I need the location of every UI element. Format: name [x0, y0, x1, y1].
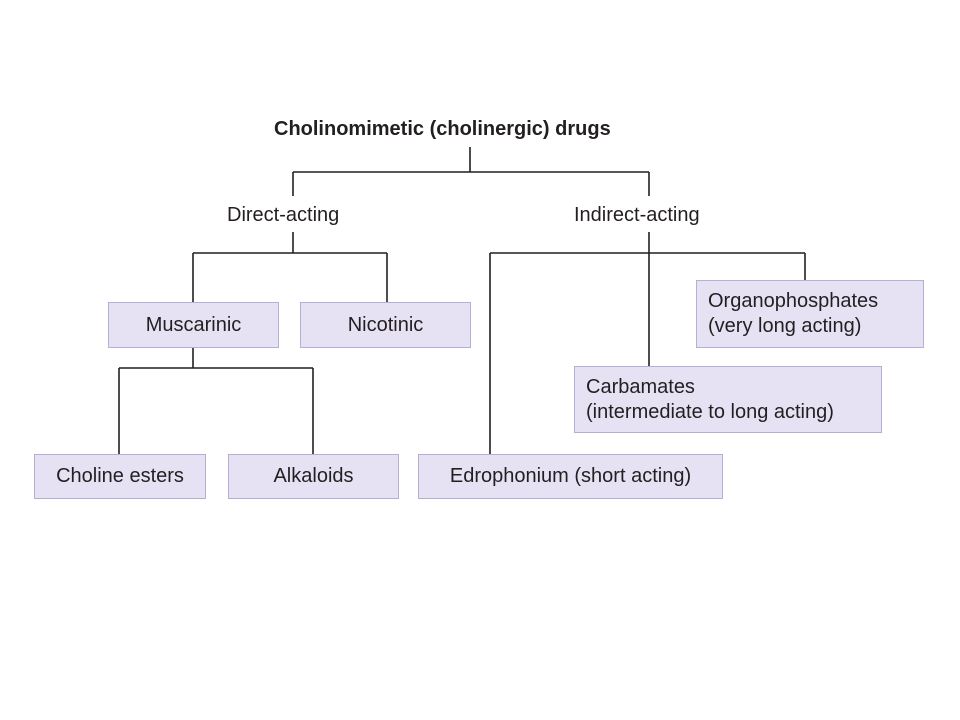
carbamates-line1: Carbamates [586, 375, 695, 398]
nicotinic-label: Nicotinic [347, 313, 424, 336]
organophosphates-line1: Organophosphates [708, 290, 879, 312]
alkaloids-box: Alkaloids [228, 454, 399, 499]
muscarinic-box: Muscarinic [108, 302, 279, 348]
edrophonium-label: Edrophonium (short acting) [449, 465, 692, 487]
carbamates-line2: (intermediate to long acting) [586, 400, 834, 423]
choline-esters-box: Choline esters [34, 454, 206, 499]
muscarinic-label: Muscarinic [145, 313, 242, 336]
indirect-acting-label: Indirect-acting [574, 204, 700, 226]
diagram-title: Cholinomimetic (cholinergic) drugs [274, 118, 611, 140]
organophosphates-line2: (very long acting) [708, 315, 862, 337]
edrophonium-box: Edrophonium (short acting) [418, 454, 723, 499]
nicotinic-box: Nicotinic [300, 302, 471, 348]
direct-acting-label: Direct-acting [227, 204, 340, 226]
alkaloids-label: Alkaloids [273, 465, 354, 487]
organophosphates-box: Organophosphates (very long acting) [696, 280, 924, 348]
carbamates-box: Carbamates (intermediate to long acting) [574, 366, 882, 433]
choline-esters-label: Choline esters [56, 465, 184, 487]
